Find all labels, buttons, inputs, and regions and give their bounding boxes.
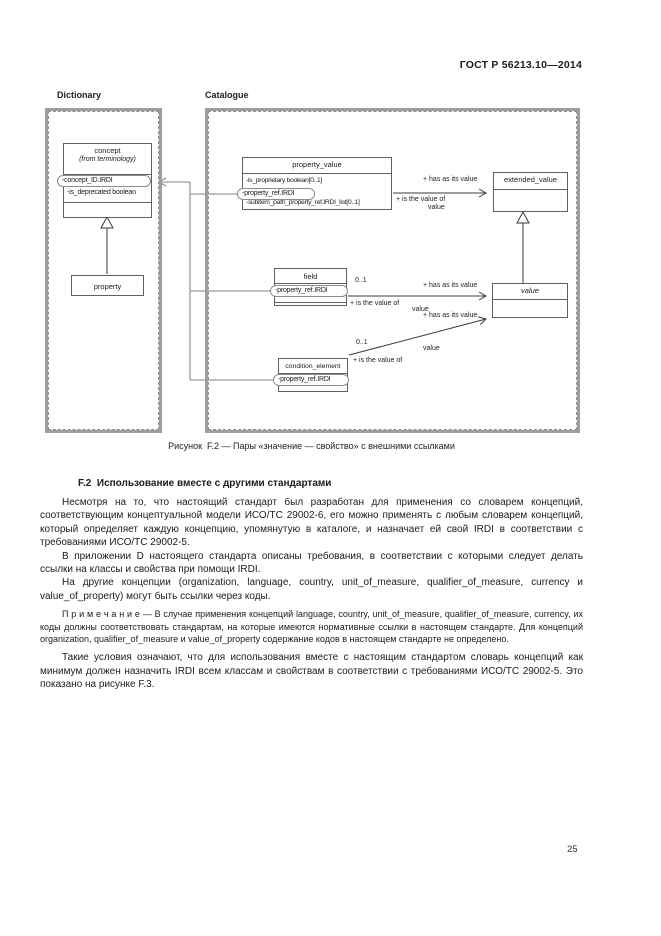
note-paragraph: П р и м е ч а н и е — В случае применени…	[40, 609, 583, 644]
package-label-catalogue: Catalogue	[205, 90, 249, 100]
assoc3-name: value	[423, 345, 440, 352]
package-catalogue	[205, 108, 580, 433]
class-concept-name: concept	[94, 146, 121, 155]
class-concept-stereotype: (from terminology)	[79, 156, 136, 163]
class-property: property	[71, 275, 144, 296]
assoc2-multiplicity: 0..1	[355, 277, 367, 284]
assoc1-role-is: + is the value of	[396, 196, 446, 203]
assoc3-multiplicity: 0..1	[356, 339, 368, 346]
class-value-name: value	[493, 284, 567, 300]
assoc1-role-has: + has as its value	[423, 176, 478, 183]
assoc3-role-has: + has as its value	[423, 312, 478, 319]
uml-diagram: Dictionary Catalogue concept (from termi…	[0, 88, 661, 438]
paragraph: Несмотря на то, что настоящий стандарт б…	[40, 497, 583, 549]
class-property-value: property_value -is_proprietary boolean[0…	[242, 157, 392, 210]
paragraph: На другие концепции (organization, langu…	[40, 577, 583, 602]
highlighted-attr-property-value-ref: -property_ref.IRDI	[237, 188, 315, 200]
assoc2-role-has: + has as its value	[423, 282, 478, 289]
highlighted-attr-concept-id-irdi: -concept_ID.IRDI	[57, 175, 151, 187]
attr-is-proprietary: -is_proprietary boolean[0..1]	[246, 177, 322, 184]
page-number: 25	[567, 844, 578, 855]
section-heading: F.2 Использование вместе с другими станд…	[78, 478, 332, 489]
paragraph: В приложении D настоящего стандарта опис…	[40, 550, 583, 576]
class-value: value	[492, 283, 568, 318]
assoc2-name: value	[412, 306, 429, 313]
class-property-name: property	[93, 282, 122, 291]
class-extended-value: extended_value	[493, 172, 568, 212]
highlighted-attr-field-ref: -property_ref.IRDI	[270, 285, 348, 297]
assoc2-role-is: + is the value of	[350, 300, 400, 307]
figure-caption: Рисунок F.2 — Пары «значение — свойство»…	[168, 441, 455, 451]
package-dictionary	[45, 108, 162, 433]
assoc3-role-is: + is the value of	[353, 357, 403, 364]
highlighted-attr-condition-ref: -property_ref.IRDI	[273, 374, 349, 386]
class-extended-value-name: extended_value	[494, 173, 567, 190]
document-header: ГОСТ Р 56213.10—2014	[459, 59, 582, 71]
class-condition-element-name: condition_element	[279, 359, 347, 374]
paragraph: Такие условия означают, что для использо…	[40, 652, 583, 690]
attr-is-deprecated: -is_deprecated boolean	[67, 189, 136, 196]
class-field-name: field	[275, 269, 346, 284]
assoc1-name: value	[428, 204, 445, 211]
attr-subitem-path: -subitem_path_property_ref.IRDI_list[0..…	[246, 199, 360, 206]
section-content: F.2 Использование вместе с другими станд…	[40, 470, 583, 691]
package-label-dictionary: Dictionary	[57, 90, 102, 100]
class-property-value-name: property_value	[243, 158, 391, 174]
